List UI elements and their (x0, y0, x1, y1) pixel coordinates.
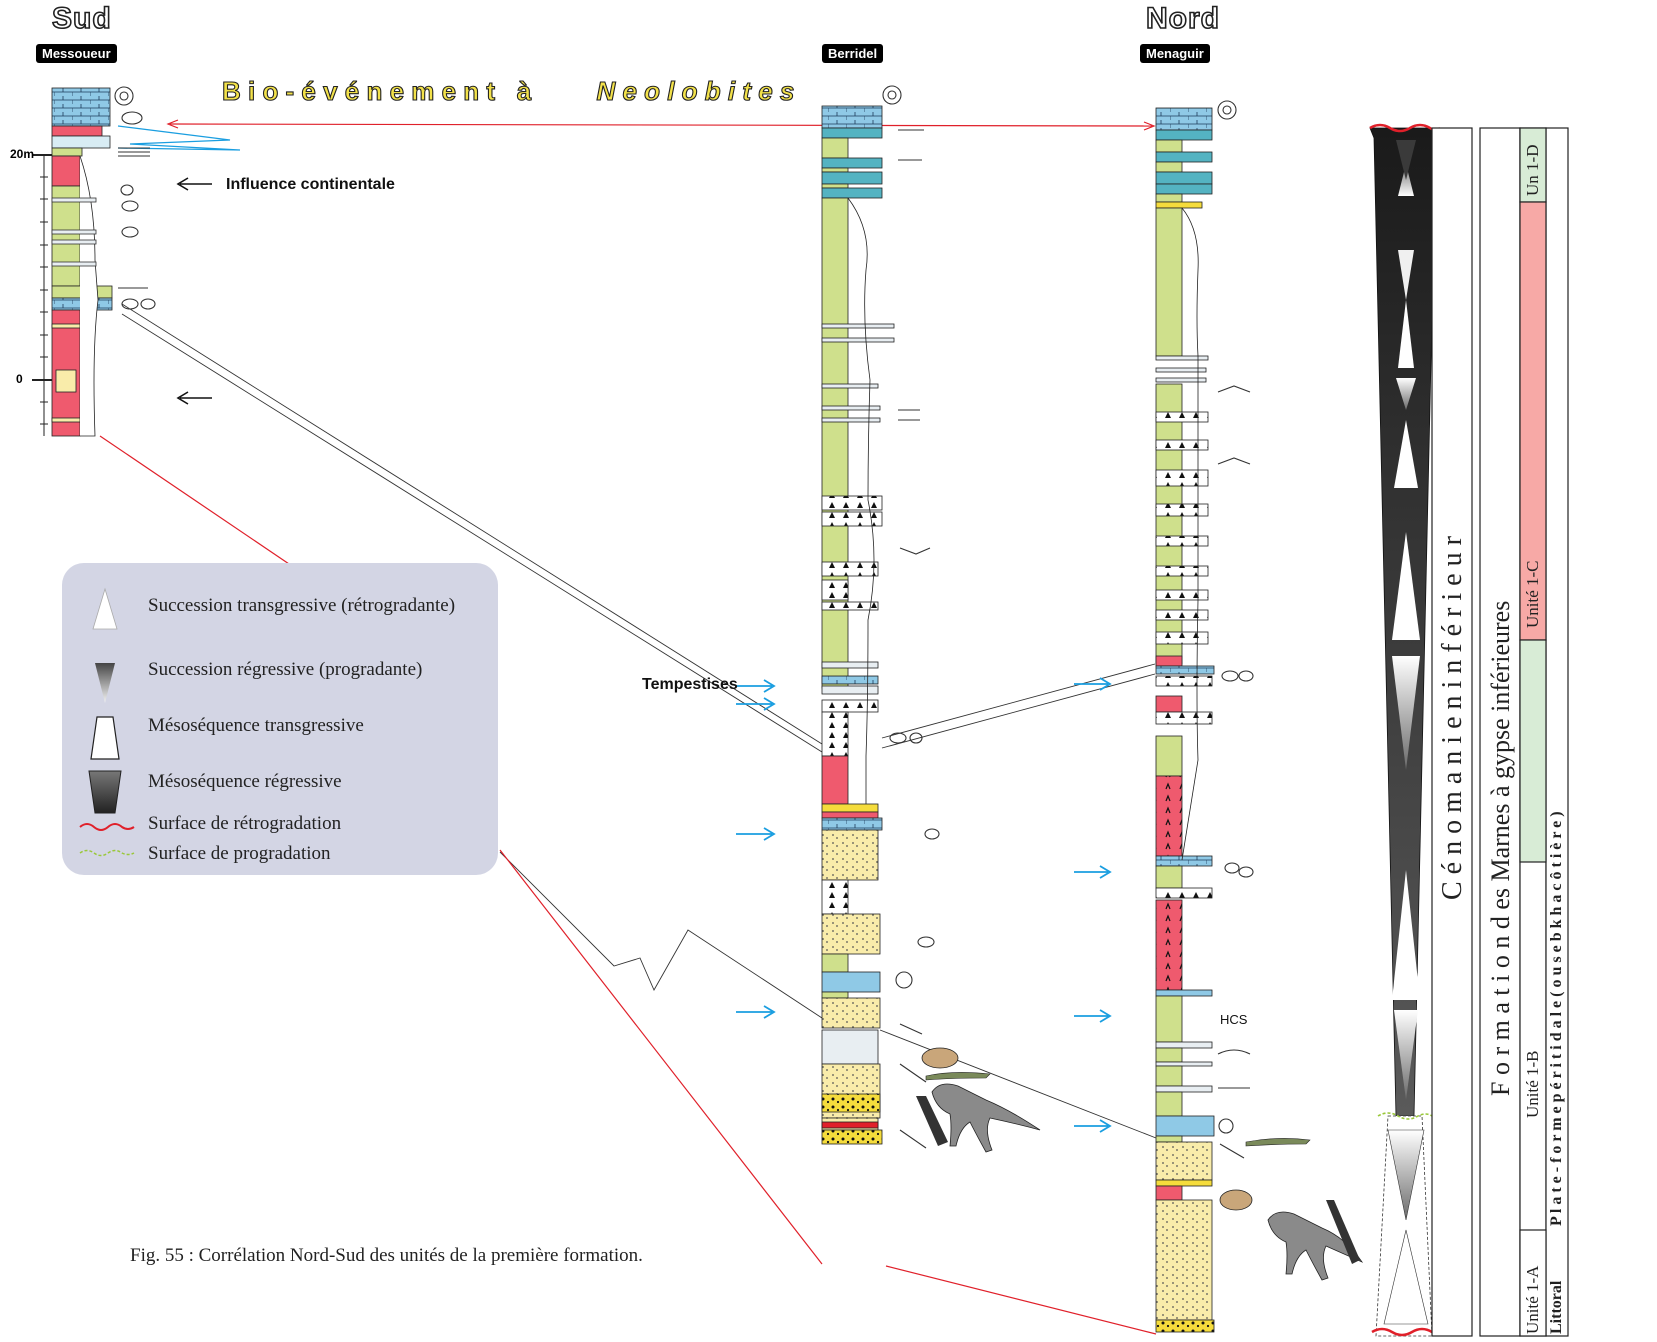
messoueur-section (51, 87, 113, 437)
littoral-label: Littoral (1548, 1280, 1565, 1334)
north-label: Nord (1145, 1, 1220, 36)
retrogradation-surface-icon (79, 823, 135, 831)
figure-caption: Fig. 55 : Corrélation Nord-Sud des unité… (130, 1245, 643, 1266)
legend-item-regressive: Succession régressive (progradante) (148, 659, 423, 680)
tempestites-label: Tempestises (642, 676, 738, 693)
sequence-column (1369, 123, 1441, 1337)
regressive-triangle-icon (95, 663, 115, 703)
hcs-label: HCS (1220, 1012, 1248, 1027)
menaguir-section (1155, 107, 1215, 1333)
formation-label: F o r m a t i o n d es Marnes à gypse in… (1486, 600, 1515, 1096)
fossil-symbols (114, 85, 1254, 1159)
south-label: Sud (51, 1, 112, 36)
transgressive-meso-icon (90, 716, 120, 760)
legend-item-meso-transgressive: Mésoséquence transgressive (148, 715, 364, 736)
scale-zero-label: 0 (16, 372, 23, 386)
bio-event-genus: N e o l o b i t e s (596, 75, 795, 106)
scale-bar (32, 154, 52, 436)
unit-label-1c: Unité 1-C (1523, 560, 1542, 628)
unit-label-1d: Un 1-D (1523, 144, 1542, 196)
influence-label: Influence continentale (226, 176, 395, 193)
correlation-lines (99, 119, 1157, 1335)
vertebrate-fossils (916, 1047, 1364, 1281)
regressive-meso-icon (88, 770, 122, 814)
unit-label-1a: Unité 1-A (1523, 1265, 1542, 1334)
section-label-messoueur: Messoueur (36, 44, 117, 63)
influence-arrows (176, 177, 212, 405)
environment-label: P l a t e - f o r m e p é r i t i d a l … (1548, 811, 1565, 1226)
unit-boxes (1519, 127, 1547, 1337)
berridel-section (821, 105, 895, 1145)
legend-item-retrogradation: Surface de rétrogradation (148, 813, 342, 834)
bio-event-prefix: B i o - é v é n e m e n t à (221, 75, 532, 106)
legend-item-meso-regressive: Mésoséquence régressive (148, 771, 342, 792)
bio-event-title: B i o - é v é n e m e n t à N e o l o b … (221, 75, 1102, 107)
progradation-surface-icon (79, 849, 135, 857)
legend-item-progradation: Surface de progradation (148, 843, 331, 864)
legend-symbols (79, 587, 135, 857)
scale-top-label: 20m (10, 147, 35, 161)
stage-label: C é n o m a n i e n i n f é r i e u r (1437, 536, 1468, 900)
unit-label-1b: Unité 1-B (1523, 1050, 1542, 1118)
section-label-berridel: Berridel (822, 44, 884, 63)
tempestite-arrows (736, 677, 1112, 1133)
section-label-menaguir: Menaguir (1140, 44, 1210, 63)
legend-panel: Succession transgressive (rétrogradante)… (62, 563, 498, 875)
transgressive-triangle-icon (92, 587, 118, 630)
legend-item-transgressive: Succession transgressive (rétrogradante) (148, 595, 456, 616)
